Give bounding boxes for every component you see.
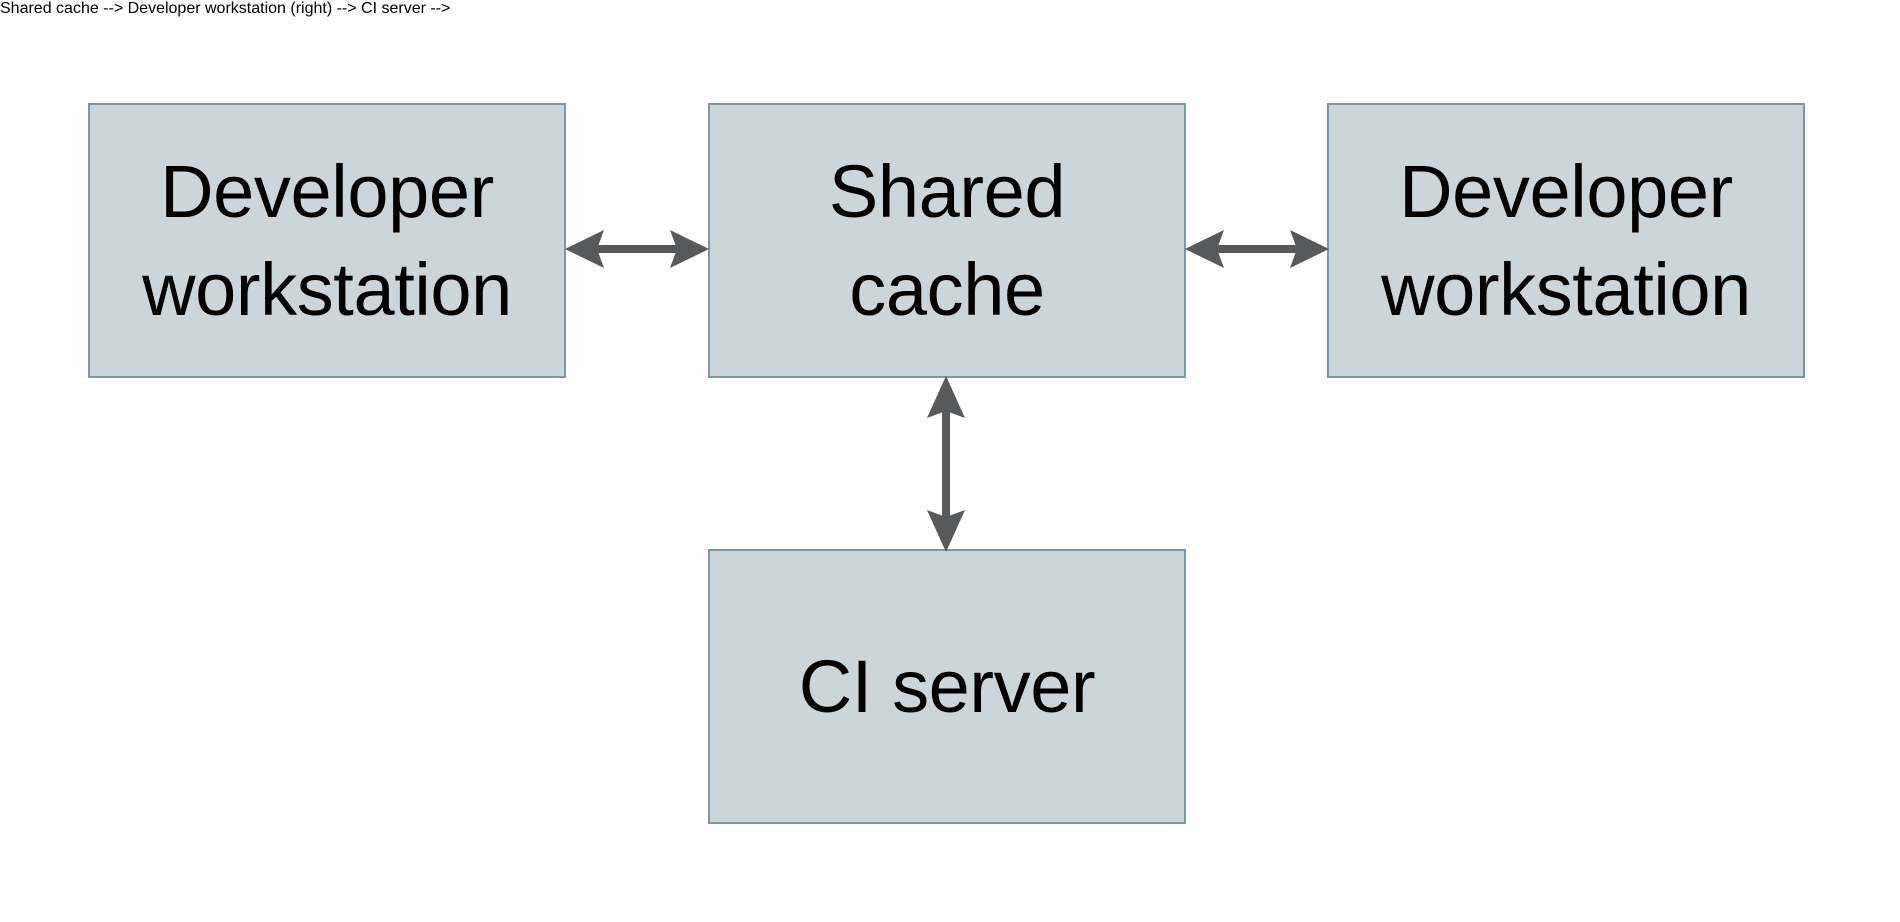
double-headed-arrow-icon: [927, 376, 965, 552]
node-label: Shared cache: [828, 149, 1066, 331]
double-headed-arrow-icon: [565, 230, 709, 268]
edge-shared-cache-to-ci-server[interactable]: [915, 372, 977, 556]
node-ci-server[interactable]: CI server: [708, 549, 1186, 824]
double-headed-arrow-icon: [1185, 230, 1329, 268]
node-label: Developer workstation: [142, 149, 512, 331]
edge-developer-left-to-shared-cache[interactable]: [560, 218, 714, 280]
node-developer-workstation-right[interactable]: Developer workstation: [1327, 103, 1805, 378]
edge-shared-cache-to-developer-right[interactable]: [1180, 218, 1334, 280]
node-developer-workstation-left[interactable]: Developer workstation: [88, 103, 566, 378]
node-label: Developer workstation: [1381, 149, 1751, 331]
node-label: CI server: [798, 644, 1096, 728]
node-shared-cache[interactable]: Shared cache: [708, 103, 1186, 378]
